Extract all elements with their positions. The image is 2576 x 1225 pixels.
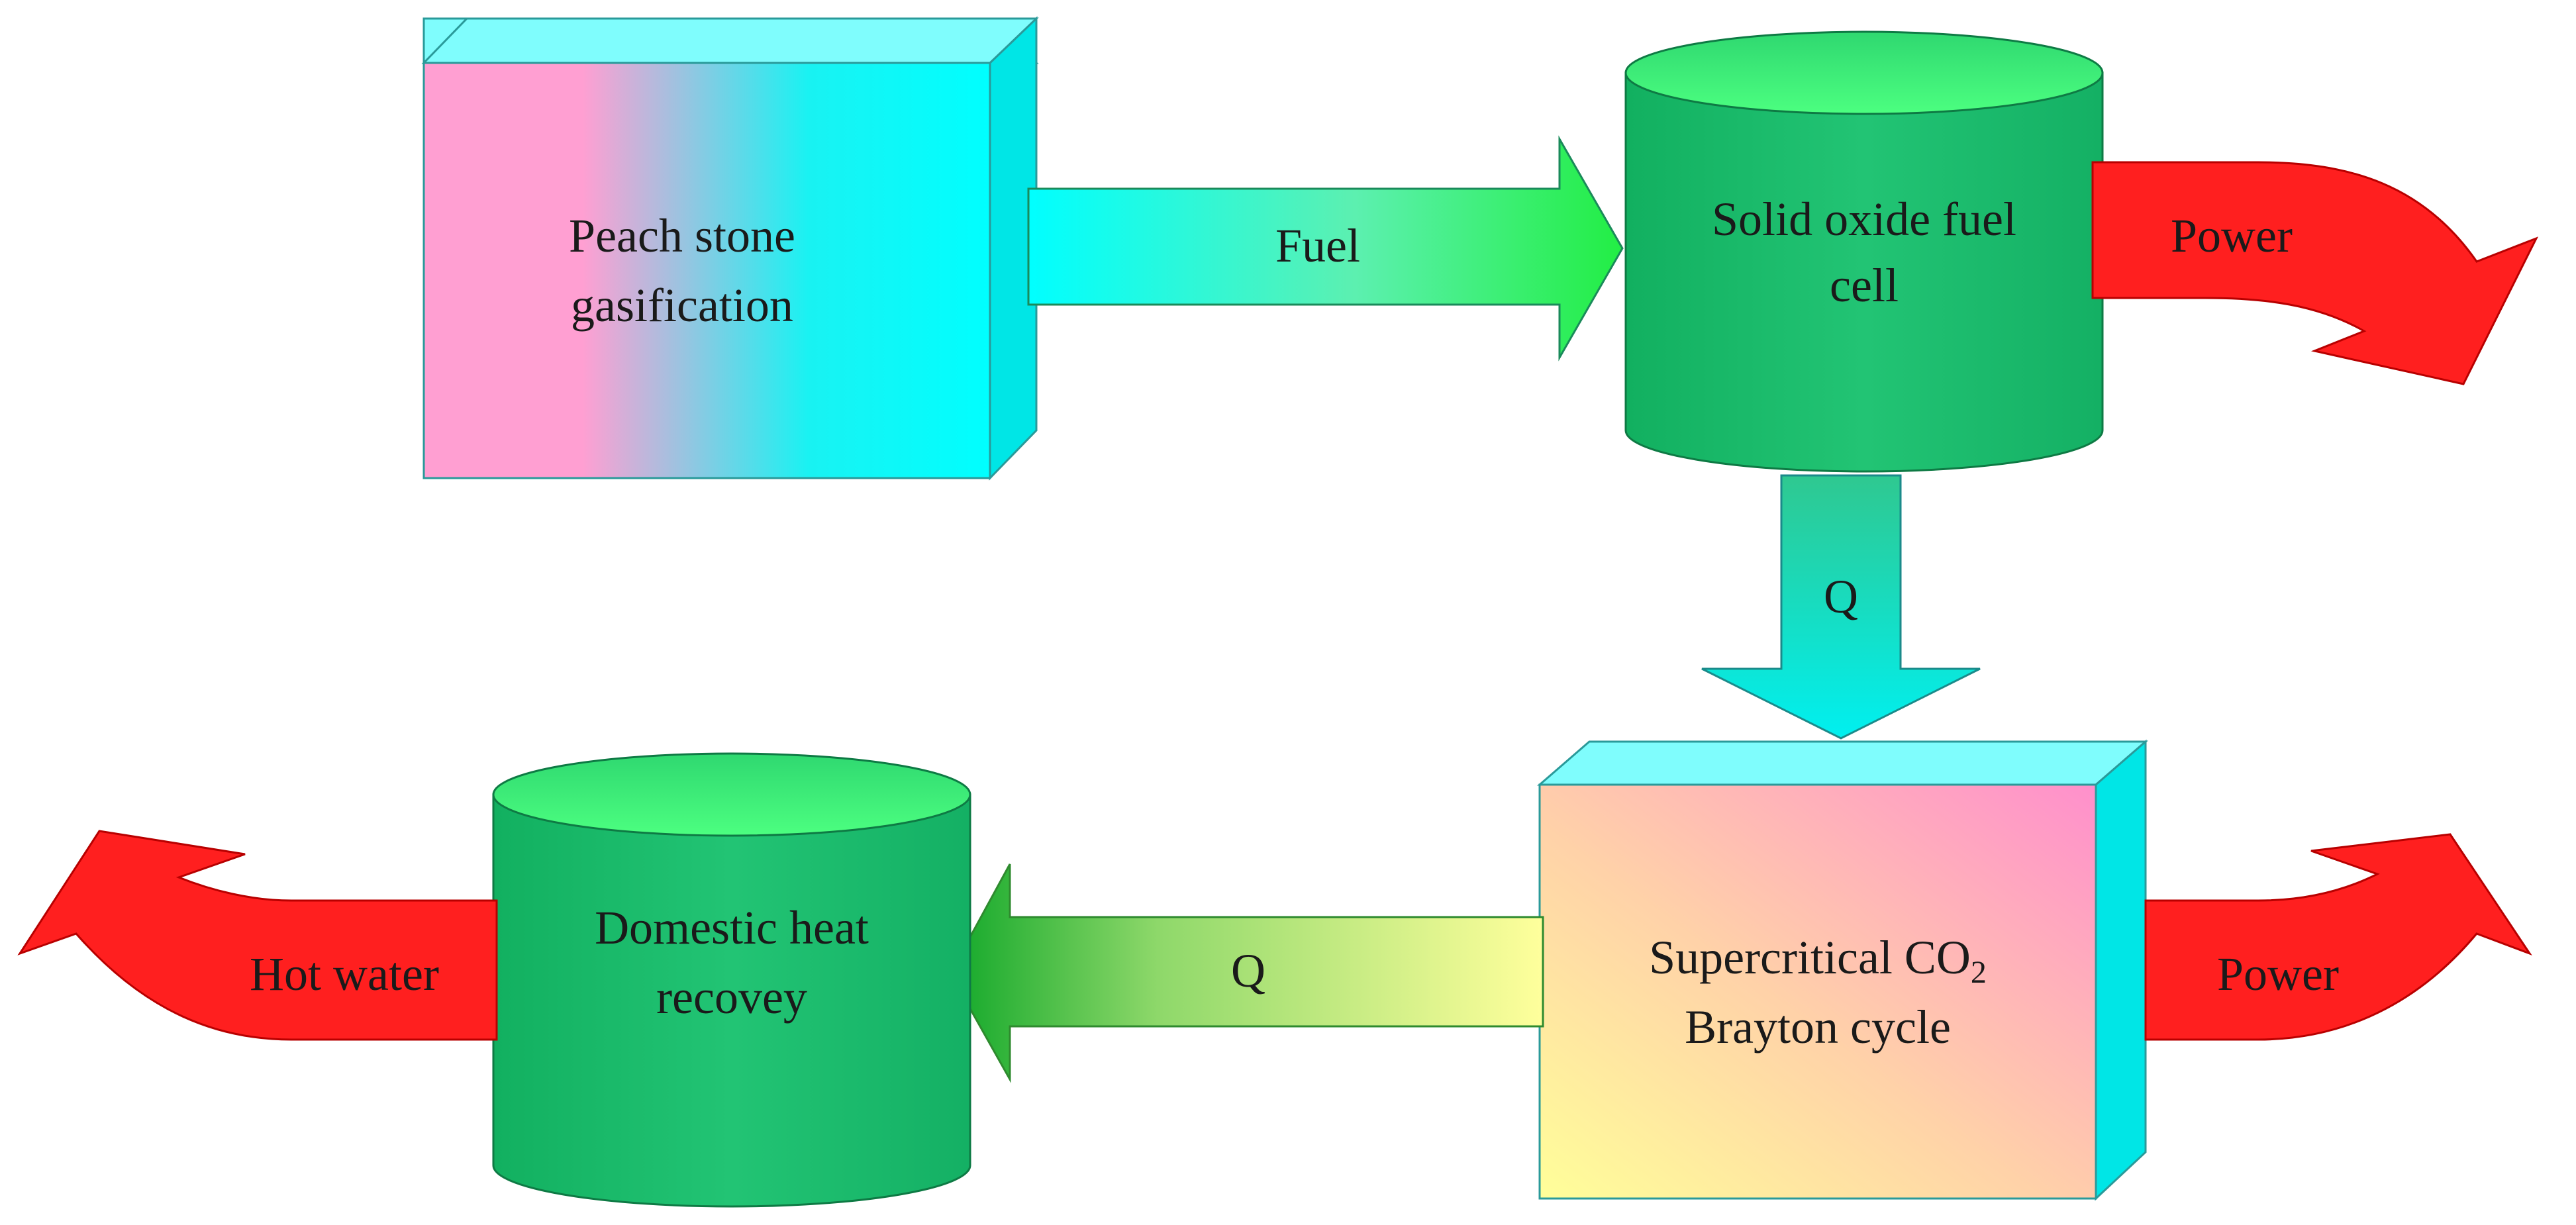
brayton-label-line1: Supercritical CO2 [1649, 931, 1987, 990]
sofc-cylinder-body [1624, 72, 2104, 473]
gasification-box-top-face [421, 17, 1039, 64]
brayton-label-main: Supercritical CO [1649, 931, 1971, 984]
power-arrow-top: Power [2091, 161, 2539, 385]
sofc-label-line2: cell [1830, 259, 1899, 312]
heat-recovery-cylinder-body [492, 793, 971, 1208]
fuel-label: Fuel [1275, 219, 1360, 272]
brayton-box-top-face [1536, 740, 2149, 786]
heat-recovery-cylinder-top [492, 752, 971, 837]
fuel-arrow-shape [1027, 135, 1624, 362]
hot-water-arrow: Hot water [17, 830, 498, 1041]
power-arrow-top-shape [2091, 161, 2539, 385]
brayton-label-line2: Brayton cycle [1685, 1001, 1951, 1054]
sofc-label-line1: Solid oxide fuel [1712, 193, 2016, 246]
q-left-arrow: Q [949, 863, 1544, 1083]
q-left-arrow-shape [949, 863, 1544, 1083]
q-down-label: Q [1824, 570, 1858, 623]
power-arrow-bottom: Power [2144, 833, 2532, 1041]
gasification-box-front [422, 62, 991, 479]
brayton-box-side [2095, 739, 2147, 1201]
brayton-box: Supercritical CO2 Brayton cycle [1536, 739, 2149, 1201]
brayton-label-subscript: 2 [1971, 955, 1987, 990]
q-left-label: Q [1231, 944, 1265, 997]
power-bottom-label: Power [2217, 948, 2339, 1001]
heat-recovery-cylinder: Domestic heat recovey [492, 752, 971, 1208]
heat-recovery-label-line1: Domestic heat [595, 901, 869, 954]
q-down-arrow: Q [1701, 474, 1981, 740]
heat-recovery-label-line2: recovey [656, 971, 807, 1024]
hot-water-arrow-shape [17, 830, 498, 1041]
fuel-arrow: Fuel [1027, 135, 1624, 362]
brayton-box-front [1538, 783, 2097, 1200]
sofc-cylinder: Solid oxide fuel cell [1624, 30, 2104, 473]
gasification-label-line2: gasification [571, 279, 793, 332]
sofc-cylinder-top [1624, 30, 2104, 115]
power-top-label: Power [2171, 209, 2293, 262]
q-down-arrow-shape [1701, 474, 1981, 740]
gasification-box: Peach stone gasification [421, 16, 1039, 481]
hot-water-label: Hot water [250, 948, 439, 1001]
power-arrow-bottom-shape [2144, 833, 2532, 1041]
gasification-label-line1: Peach stone [569, 209, 795, 262]
